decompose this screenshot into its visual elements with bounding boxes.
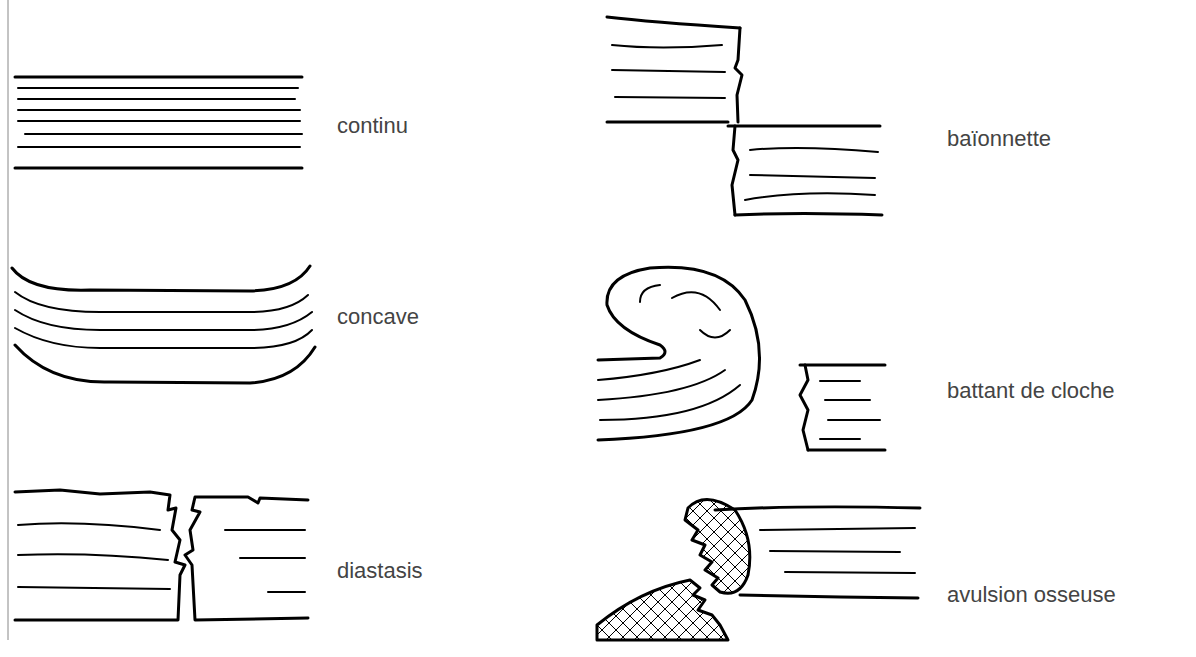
concave-tendon (12, 266, 315, 383)
lesion-label: diastasis (337, 558, 423, 584)
lesion-label: avulsion osseuse (947, 582, 1116, 608)
lesion-label: battant de cloche (947, 378, 1115, 404)
lesion-label: baïonnette (947, 126, 1051, 152)
lesion-label: concave (337, 304, 419, 330)
bayonet-tendon (607, 17, 882, 215)
bell-clapper-tendon (598, 267, 885, 450)
bone-avulsion-tendon (597, 499, 920, 640)
lesion-label: continu (337, 113, 408, 139)
continuous-tendon (15, 77, 302, 168)
margin-line (8, 0, 9, 640)
diastasis-tendon (15, 490, 308, 620)
